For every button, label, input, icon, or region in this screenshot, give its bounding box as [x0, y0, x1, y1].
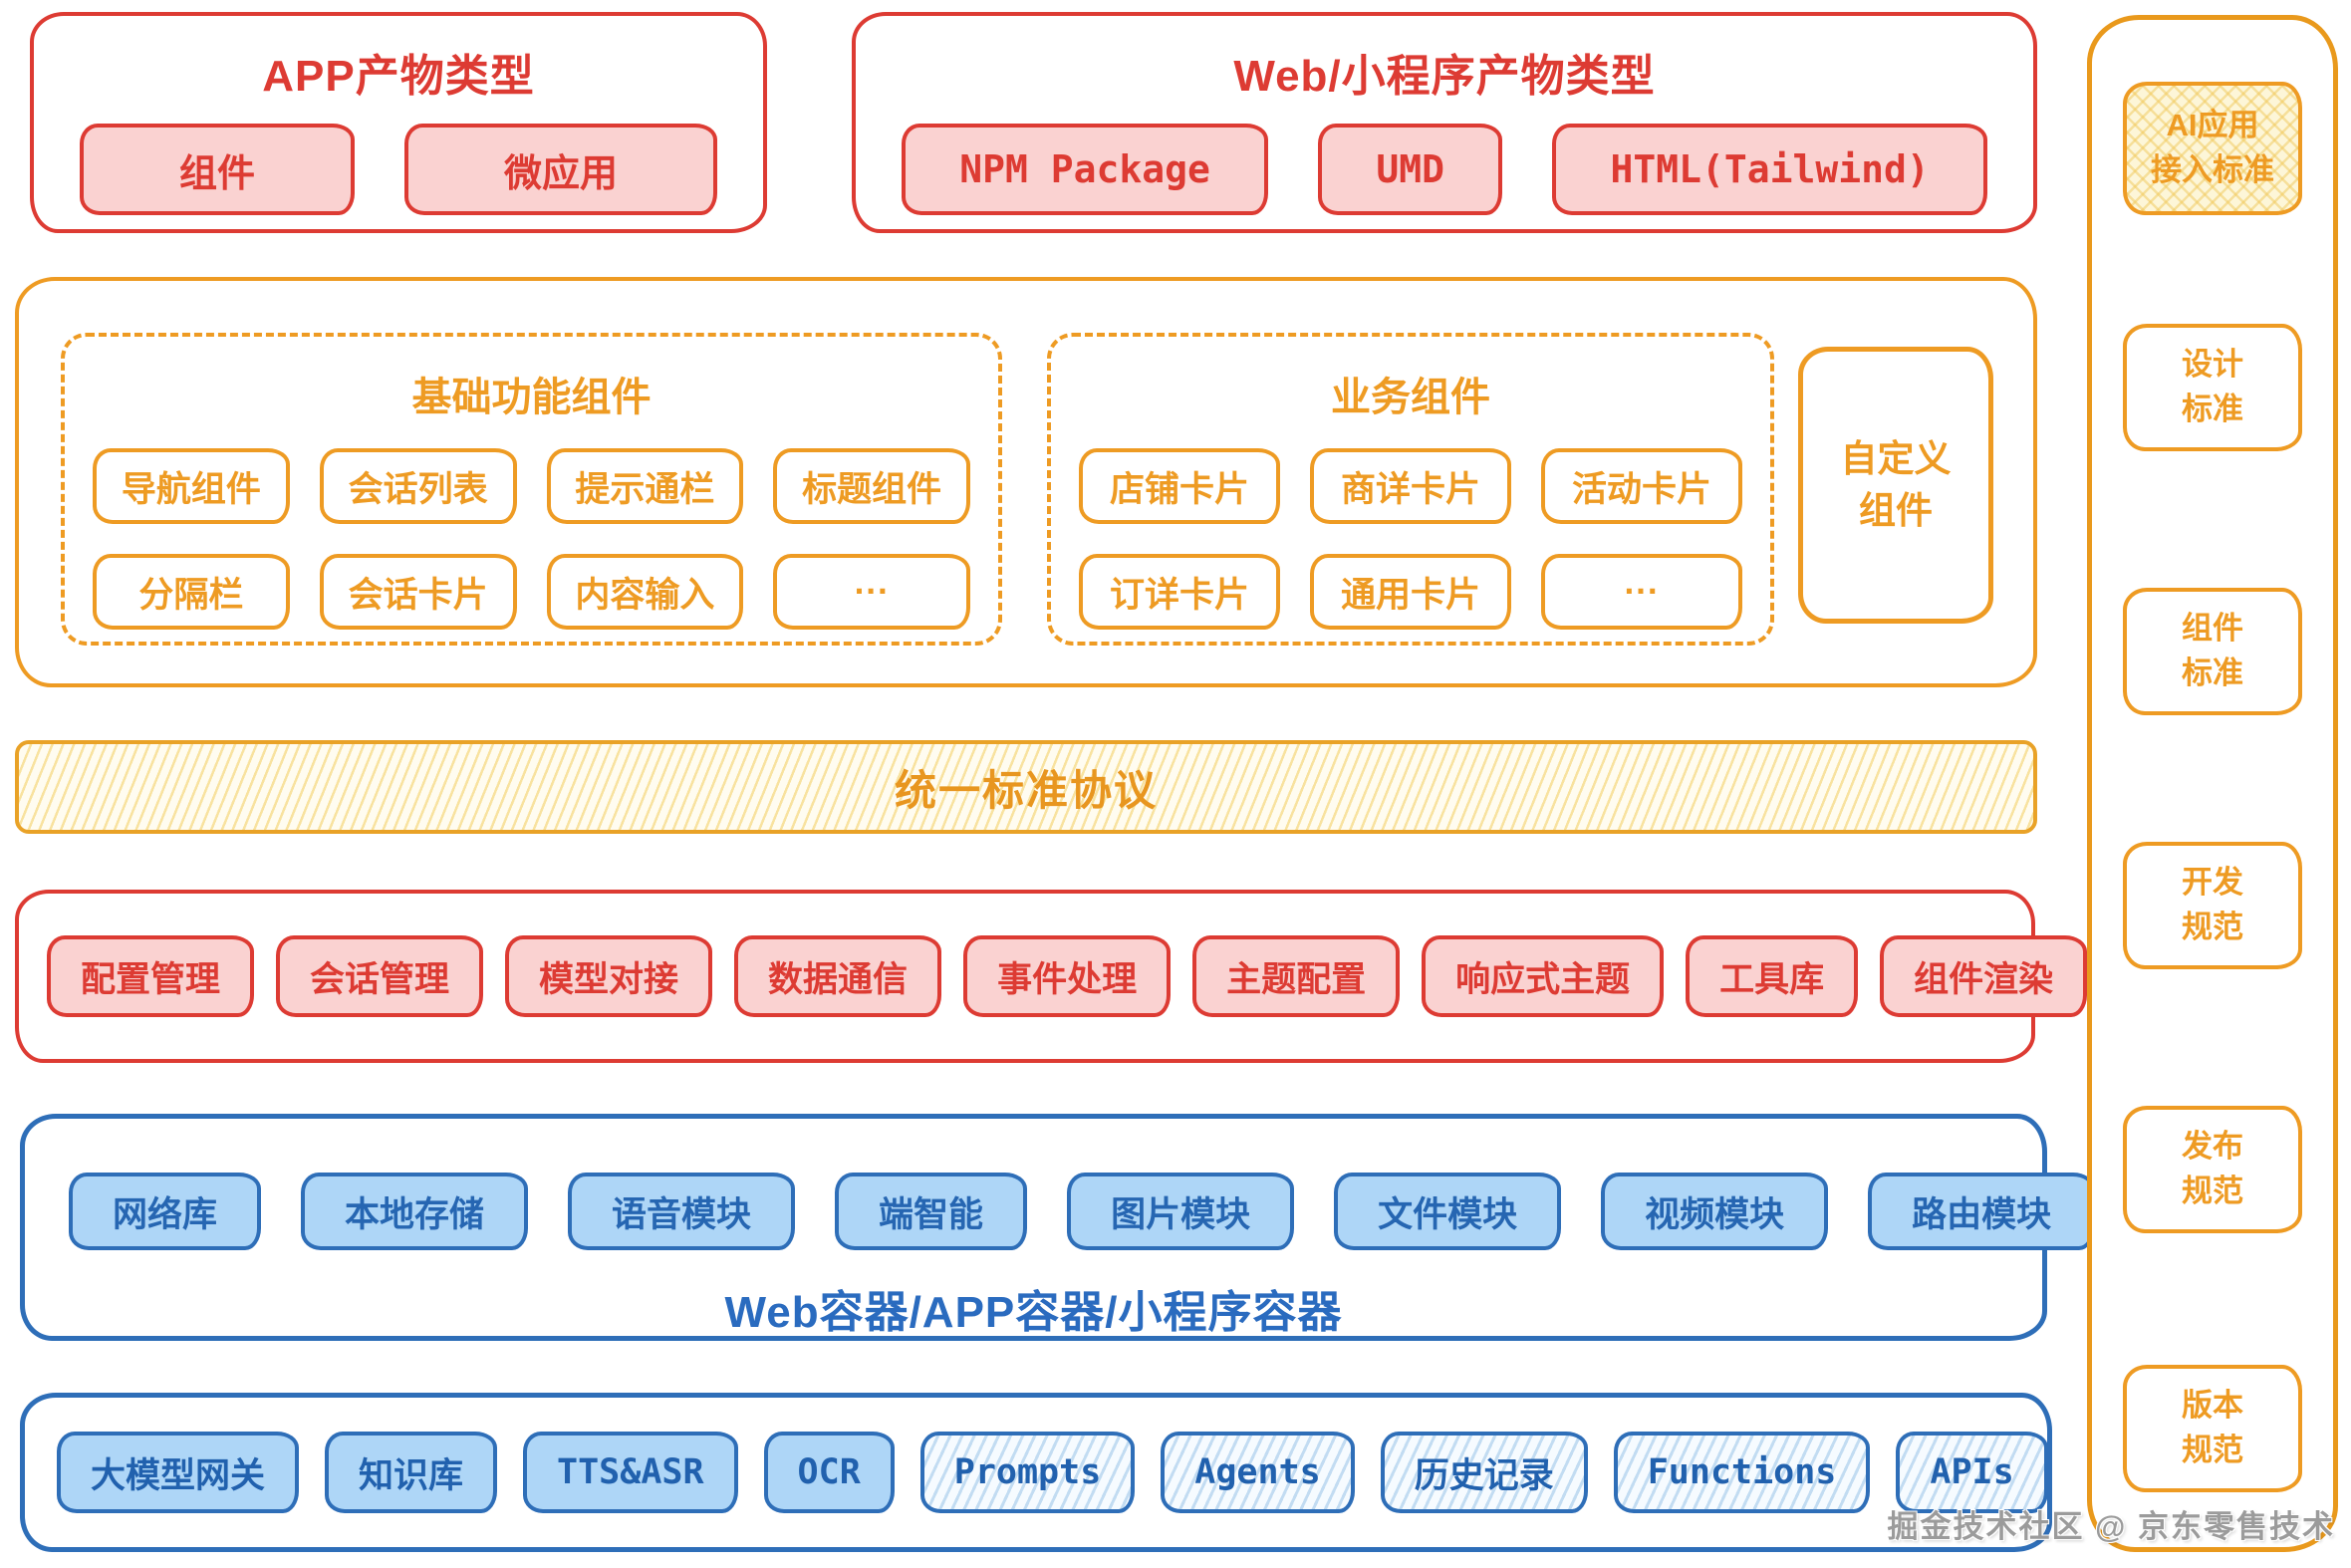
capability-chip: 配置管理 [47, 935, 255, 1017]
standard-item: 版本规范 [2123, 1365, 2302, 1492]
ai-services-layer: 大模型网关知识库 TTS&ASR OCR Prompts Agents 历史记录 Funct… [20, 1393, 2052, 1552]
basic-components-group: 基础功能组件 导航组件会话列表提示通栏标题组件分隔栏会话卡片内容输入 ··· [61, 333, 1002, 646]
module-chip: 本地存储 [301, 1173, 529, 1250]
web-products-title: Web/小程序产物类型 [1233, 52, 1656, 101]
ai-service-chip: Agents [1161, 1432, 1355, 1513]
module-chip: 图片模块 [1067, 1173, 1295, 1250]
watermark: 掘金技术社区 @ 京东零售技术 [1887, 1509, 2335, 1544]
app-products-box: APP产物类型 组件微应用 [30, 12, 767, 233]
product-chip: HTML(Tailwind) [1552, 124, 1988, 215]
core-capabilities-layer: 配置管理会话管理模型对接数据通信事件处理主题配置响应式主题工具库组件渲染 [15, 890, 2088, 1063]
component-chip: 提示通栏 [546, 448, 744, 524]
ai-service-chip: APIs [1896, 1432, 2048, 1513]
component-chip: 导航组件 [93, 448, 290, 524]
component-chip: 商详卡片 [1310, 448, 1511, 524]
capability-chip: 工具库 [1686, 935, 1859, 1017]
component-chip: 店铺卡片 [1079, 448, 1280, 524]
business-components-title: 业务组件 [1331, 376, 1490, 419]
business-components-chips: 店铺卡片商详卡片活动卡片订详卡片通用卡片 ··· [1079, 448, 1742, 630]
component-chip: 会话列表 [319, 448, 517, 524]
module-chip: 视频模块 [1601, 1173, 1829, 1250]
module-chip: 路由模块 [1868, 1173, 2096, 1250]
ai-services-chips: 大模型网关知识库 TTS&ASR OCR Prompts Agents 历史记录 Funct… [25, 1398, 2048, 1547]
ai-service-chip: Functions [1613, 1432, 1871, 1513]
module-chip: 网络库 [69, 1173, 262, 1250]
ai-service-chip: Prompts [919, 1432, 1136, 1513]
standard-item: 开发规范 [2123, 842, 2302, 969]
custom-component-box: 自定义 组件 [1798, 347, 1993, 624]
custom-component-line2: 组件 [1859, 490, 1933, 531]
component-chip: 通用卡片 [1310, 554, 1511, 630]
component-chip: 内容输入 [546, 554, 744, 630]
web-products-chips: NPM Package UMD HTML(Tailwind) [902, 124, 1988, 215]
component-chip: 会话卡片 [319, 554, 517, 630]
container-modules-chips: 网络库本地存储语音模块端智能图片模块文件模块视频模块路由模块 [25, 1173, 2096, 1250]
component-chip: 活动卡片 [1541, 448, 1742, 524]
capability-chip: 事件处理 [963, 935, 1172, 1017]
capability-chip: 响应式主题 [1422, 935, 1665, 1017]
capability-chip: 数据通信 [734, 935, 942, 1017]
standard-item: AI应用接入标准 [2123, 82, 2302, 215]
app-products-title: APP产物类型 [262, 52, 535, 101]
standards-sidebar: AI应用接入标准设计标准组件标准开发规范发布规范版本规范 [2087, 15, 2338, 1552]
module-chip: 语音模块 [568, 1173, 796, 1250]
product-chip: 微应用 [404, 124, 717, 215]
component-chip: 标题组件 [773, 448, 970, 524]
capability-chip: 组件渲染 [1880, 935, 2088, 1017]
custom-component-line1: 自定义 [1840, 438, 1952, 480]
component-chip: 订详卡片 [1079, 554, 1280, 630]
standard-item: 发布规范 [2123, 1106, 2302, 1233]
core-capabilities-chips: 配置管理会话管理模型对接数据通信事件处理主题配置响应式主题工具库组件渲染 [19, 894, 2088, 1059]
container-layer: 网络库本地存储语音模块端智能图片模块文件模块视频模块路由模块 Web容器/APP… [20, 1114, 2096, 1341]
component-chip: 分隔栏 [93, 554, 290, 630]
component-chip: ··· [1541, 554, 1742, 630]
module-chip: 端智能 [835, 1173, 1028, 1250]
capability-chip: 主题配置 [1192, 935, 1401, 1017]
product-chip: NPM Package [902, 124, 1269, 215]
components-layer: 基础功能组件 导航组件会话列表提示通栏标题组件分隔栏会话卡片内容输入 ··· 业务… [15, 277, 2037, 687]
standard-item: 组件标准 [2123, 588, 2302, 715]
component-chip: ··· [773, 554, 970, 630]
basic-components-title: 基础功能组件 [411, 376, 652, 419]
product-chip: 组件 [80, 124, 355, 215]
app-products-chips: 组件微应用 [80, 124, 717, 215]
ai-service-chip: 大模型网关 [57, 1432, 300, 1513]
basic-components-chips: 导航组件会话列表提示通栏标题组件分隔栏会话卡片内容输入 ··· [93, 448, 970, 630]
ai-service-chip: 历史记录 [1380, 1432, 1588, 1513]
ai-service-chip: OCR [763, 1432, 895, 1513]
web-products-box: Web/小程序产物类型 NPM Package UMD HTML(Tailwind) [852, 12, 2037, 233]
product-chip: UMD [1318, 124, 1503, 215]
ai-service-chip: TTS&ASR [523, 1432, 738, 1513]
protocol-band: 统一标准协议 [15, 740, 2037, 834]
ai-service-chip: 知识库 [325, 1432, 498, 1513]
capability-chip: 会话管理 [276, 935, 484, 1017]
business-components-group: 业务组件 店铺卡片商详卡片活动卡片订详卡片通用卡片 ··· [1047, 333, 1774, 646]
module-chip: 文件模块 [1334, 1173, 1562, 1250]
protocol-band-label: 统一标准协议 [894, 766, 1158, 814]
container-layer-title: Web容器/APP容器/小程序容器 [724, 1288, 1343, 1337]
standard-item: 设计标准 [2123, 324, 2302, 451]
capability-chip: 模型对接 [505, 935, 713, 1017]
